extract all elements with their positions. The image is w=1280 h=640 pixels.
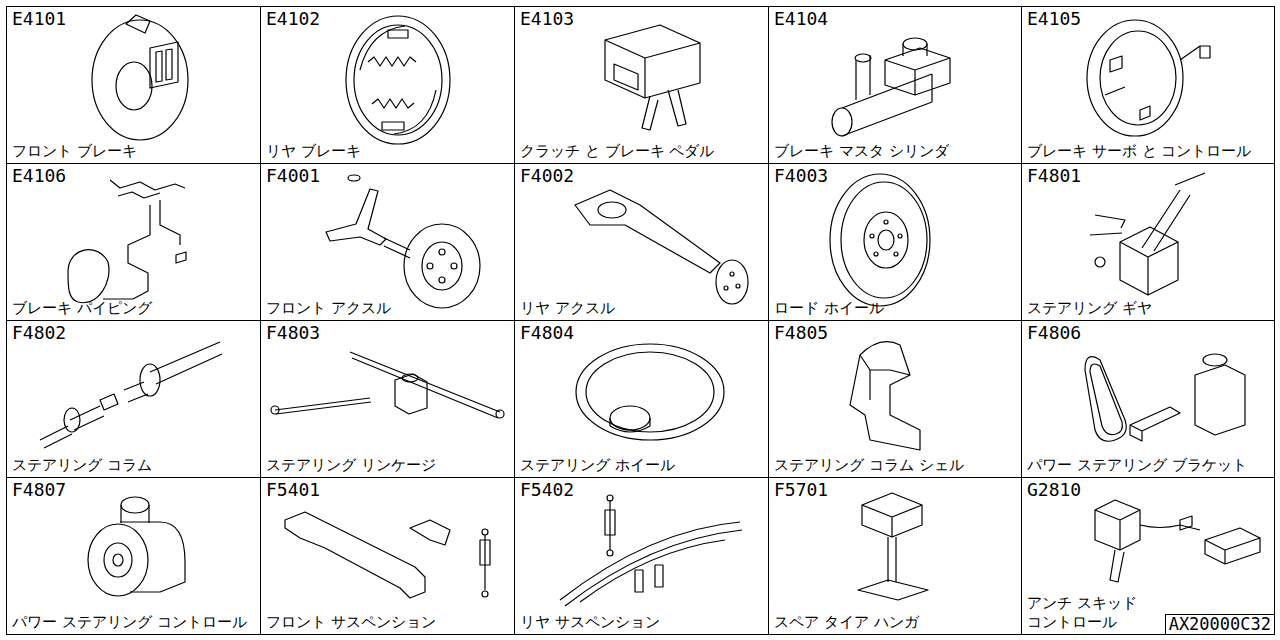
road-wheel-drawing — [830, 174, 930, 306]
catalog-cell: F4805 ステアリング コラム シェル — [768, 320, 1022, 478]
catalog-cell: F4807 パワー ステアリング コントロール — [6, 477, 261, 635]
drawing-number: AX20000C32 — [1165, 614, 1275, 635]
part-code: F4807 — [12, 479, 66, 501]
front-brake-drawing — [92, 15, 188, 140]
catalog-cell: E4101 フロント ブレーキ — [6, 6, 261, 164]
part-code: F5402 — [520, 479, 574, 501]
part-name: スペア タイア ハンガ — [774, 613, 919, 632]
catalog-cell: F4001 フロント アクスル — [260, 163, 515, 321]
part-name: ブレーキ マスタ シリンダ — [774, 142, 949, 161]
part-name: パワー ステアリング コントロール — [12, 613, 247, 632]
part-name: フロント サスペンション — [266, 613, 436, 632]
part-code: E4101 — [12, 8, 66, 30]
part-code: F4803 — [266, 322, 320, 344]
part-name: ステアリング リンケージ — [266, 456, 436, 475]
front-suspension-drawing — [285, 512, 490, 598]
rear-brake-drawing — [346, 16, 450, 144]
catalog-cell: F4802 ステアリング コラム — [6, 320, 261, 478]
part-code: F4801 — [1027, 165, 1081, 187]
brake-booster-drawing — [1087, 20, 1210, 136]
master-cylinder-drawing — [832, 38, 950, 136]
part-name: ステアリング ギヤ — [1027, 299, 1152, 318]
catalog-cell: E4105 ブレーキ サーボ と コントロール — [1021, 6, 1275, 164]
part-code: E4104 — [774, 8, 828, 30]
catalog-cell: F4003 ロード ホイール — [768, 163, 1022, 321]
catalog-cell: E4104 ブレーキ マスタ シリンダ — [768, 6, 1022, 164]
steering-column-drawing — [40, 342, 222, 448]
catalog-cell: E4102 リヤ ブレーキ — [260, 6, 515, 164]
power-steering-pump-drawing — [88, 497, 185, 596]
part-name: ブレーキ サーボ と コントロール — [1027, 142, 1251, 161]
catalog-cell: F4002 リヤ アクスル — [514, 163, 769, 321]
part-code: E4106 — [12, 165, 66, 187]
part-code: F4805 — [774, 322, 828, 344]
catalog-cell: E4103 クラッチ と ブレーキ ペダル — [514, 6, 769, 164]
part-name: ステアリング ホイール — [520, 456, 675, 475]
part-name: フロント ブレーキ — [12, 142, 137, 161]
part-code: E4102 — [266, 8, 320, 30]
catalog-cell: F4804 ステアリング ホイール — [514, 320, 769, 478]
pedal-drawing — [605, 25, 700, 130]
steering-gear-drawing — [1090, 173, 1205, 295]
rear-axle-drawing — [575, 190, 748, 304]
part-code: F5701 — [774, 479, 828, 501]
part-code: F4002 — [520, 165, 574, 187]
part-code: F4804 — [520, 322, 574, 344]
part-code: F4802 — [12, 322, 66, 344]
part-code: F4806 — [1027, 322, 1081, 344]
part-name: ステアリング コラム — [12, 456, 152, 475]
part-name: ステアリング コラム シェル — [774, 456, 964, 475]
catalog-cell: E4106 ブレーキ パイピング — [6, 163, 261, 321]
part-name: フロント アクスル — [266, 299, 391, 318]
part-code: F4003 — [774, 165, 828, 187]
anti-skid-drawing — [1095, 500, 1260, 582]
catalog-cell: F4806 パワー ステアリング ブラケット — [1021, 320, 1275, 478]
part-code: F4001 — [266, 165, 320, 187]
brake-piping-drawing — [68, 180, 186, 303]
part-name: リヤ サスペンション — [520, 613, 660, 632]
catalog-cell: G2810 アンチ スキッド コントロール — [1021, 477, 1275, 635]
part-code: G2810 — [1027, 479, 1081, 501]
part-name: リヤ ブレーキ — [266, 142, 361, 161]
part-name: ロード ホイール — [774, 299, 884, 318]
column-shell-drawing — [850, 342, 920, 450]
catalog-cell: F4801 ステアリング ギヤ — [1021, 163, 1275, 321]
catalog-cell: F4803 ステアリング リンケージ — [260, 320, 515, 478]
part-name: パワー ステアリング ブラケット — [1027, 456, 1247, 475]
catalog-cell: F5402 リヤ サスペンション — [514, 477, 769, 635]
part-name: アンチ スキッド コントロール — [1027, 594, 1149, 632]
part-code: E4103 — [520, 8, 574, 30]
steering-wheel-drawing — [576, 344, 724, 440]
spare-tire-hanger-drawing — [858, 493, 928, 600]
power-steering-bracket-drawing — [1085, 354, 1245, 441]
catalog-cell: F5701 スペア タイア ハンガ — [768, 477, 1022, 635]
part-name: ブレーキ パイピング — [12, 299, 152, 318]
part-name: クラッチ と ブレーキ ペダル — [520, 142, 714, 161]
part-code: E4105 — [1027, 8, 1081, 30]
rear-suspension-drawing — [560, 495, 742, 606]
part-code: F5401 — [266, 479, 320, 501]
front-axle-drawing — [326, 175, 480, 308]
steering-linkage-drawing — [271, 352, 504, 418]
part-name: リヤ アクスル — [520, 299, 615, 318]
catalog-cell: F5401 フロント サスペンション — [260, 477, 515, 635]
